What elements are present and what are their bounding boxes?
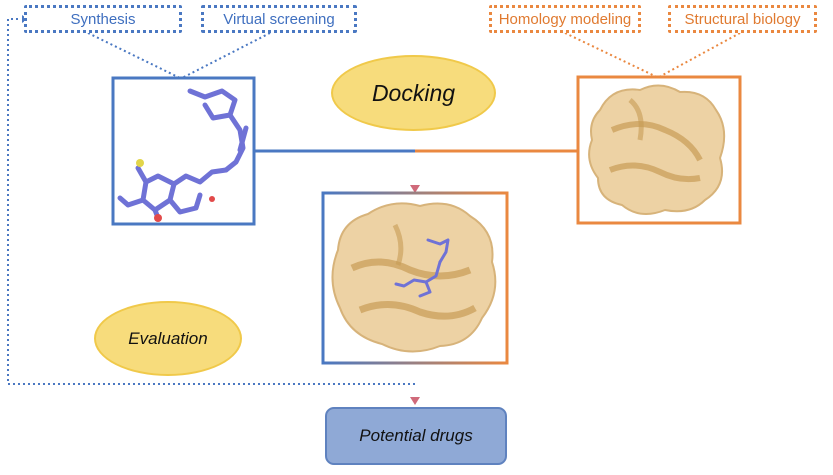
ligand-sulfur-atom [136,159,144,167]
arrow-to-drugs-head [410,397,420,405]
ligand-oxygen-atom-2 [209,196,215,202]
tag-synthesis: Synthesis [24,5,182,33]
connector-synthesis [87,32,181,79]
tag-homology-modeling: Homology modeling [489,5,641,33]
tag-synthesis-label: Synthesis [70,10,136,28]
tag-virtual-screening-label: Virtual screening [223,10,335,28]
docking-label: Docking [371,79,456,106]
tag-homology-modeling-label: Homology modeling [498,10,632,28]
complex-ligand [394,238,450,298]
connector-virtual-screening [181,32,271,79]
complex-surface [331,202,497,353]
evaluation-label: Evaluation [128,328,208,348]
tag-structural-biology: Structural biology [668,5,817,33]
potential-drugs-label: Potential drugs [359,426,473,445]
ligand-oxygen-atom [154,214,162,222]
evaluation-ellipse: Evaluation [94,301,242,376]
ligand-box [111,76,256,226]
potential-drugs-box: Potential drugs [325,407,507,465]
docking-ellipse: Docking [331,55,496,131]
connector-structural [658,32,741,78]
tag-structural-biology-label: Structural biology [684,10,801,28]
tag-virtual-screening: Virtual screening [201,5,357,33]
arrow-to-complex-head [410,185,420,193]
protein-surface [588,84,726,215]
connector-homology [564,32,658,78]
